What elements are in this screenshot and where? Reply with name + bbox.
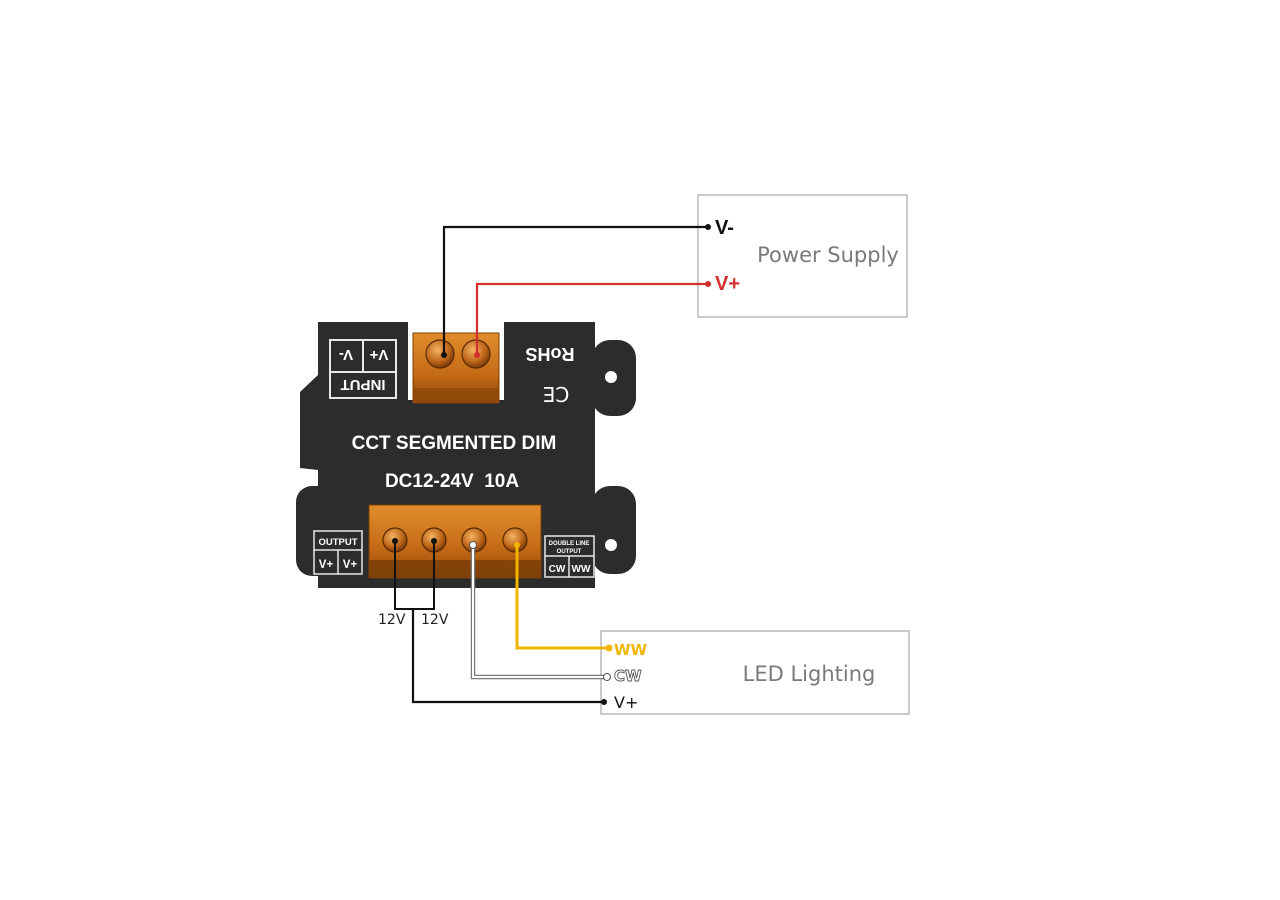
wire-terminal-dot — [474, 352, 480, 358]
wire-terminal-dot — [441, 352, 447, 358]
led-terminal-ww: WW — [614, 641, 648, 659]
input-plus-label: V+ — [369, 346, 388, 363]
double-line-label: DOUBLE LINE — [549, 541, 590, 547]
wire-output-vplus — [392, 538, 607, 705]
led-terminal-vplus: V+ — [614, 693, 638, 712]
power-supply-terminal-negative: V- — [715, 217, 734, 239]
power-supply-title: Power Supply — [757, 243, 899, 267]
double-line-output-label: OUTPUT — [557, 549, 582, 555]
wire-cw — [469, 541, 611, 681]
output-voltage-right-label: 12V — [421, 612, 449, 628]
input-screw-negative — [425, 339, 455, 369]
wire-terminal-dot — [705, 224, 711, 230]
ww-terminal-label: WW — [572, 564, 591, 575]
mount-hole — [605, 539, 617, 551]
output-label: OUTPUT — [318, 537, 357, 548]
power-supply-terminal-positive: V+ — [715, 273, 740, 295]
cw-terminal-label: CW — [549, 564, 566, 575]
input-minus-label: V- — [339, 346, 353, 363]
input-terminal-block — [412, 332, 500, 404]
mount-ear-bottom-right — [592, 486, 636, 574]
input-label: INPUT — [341, 376, 386, 393]
mount-hole — [605, 371, 617, 383]
output-terminal-block — [368, 504, 542, 579]
rohs-mark: RoHS — [526, 344, 575, 364]
output-v2-label: V+ — [343, 559, 358, 571]
model-label: CCT SEGMENTED DIM — [352, 433, 557, 454]
output-v1-label: V+ — [319, 559, 334, 571]
output-label-panel: OUTPUT V+ V+ — [313, 530, 363, 575]
double-line-output-panel: DOUBLE LINE OUTPUT CW WW — [544, 535, 595, 578]
wire-negative — [442, 225, 708, 355]
rating-label: DC12-24V 10A — [385, 471, 519, 492]
input-label-panel: V- V+ INPUT — [329, 339, 397, 399]
wire-ww — [514, 542, 613, 652]
led-terminal-cw: CW — [614, 667, 642, 685]
output-screw-4 — [502, 527, 528, 553]
ce-mark: CE — [543, 382, 570, 406]
wire-positive — [475, 282, 708, 355]
controller-device: V- V+ INPUT RoHS CE CCT SEGMENTED DIM DC… — [296, 322, 636, 588]
wire-terminal-dot — [705, 281, 711, 287]
led-lighting-box: LED Lighting WW CW V+ — [600, 630, 910, 715]
led-lighting-title: LED Lighting — [743, 662, 876, 686]
power-supply-box: Power Supply V- V+ — [697, 194, 908, 318]
output-voltage-left-label: 12V — [378, 612, 406, 628]
